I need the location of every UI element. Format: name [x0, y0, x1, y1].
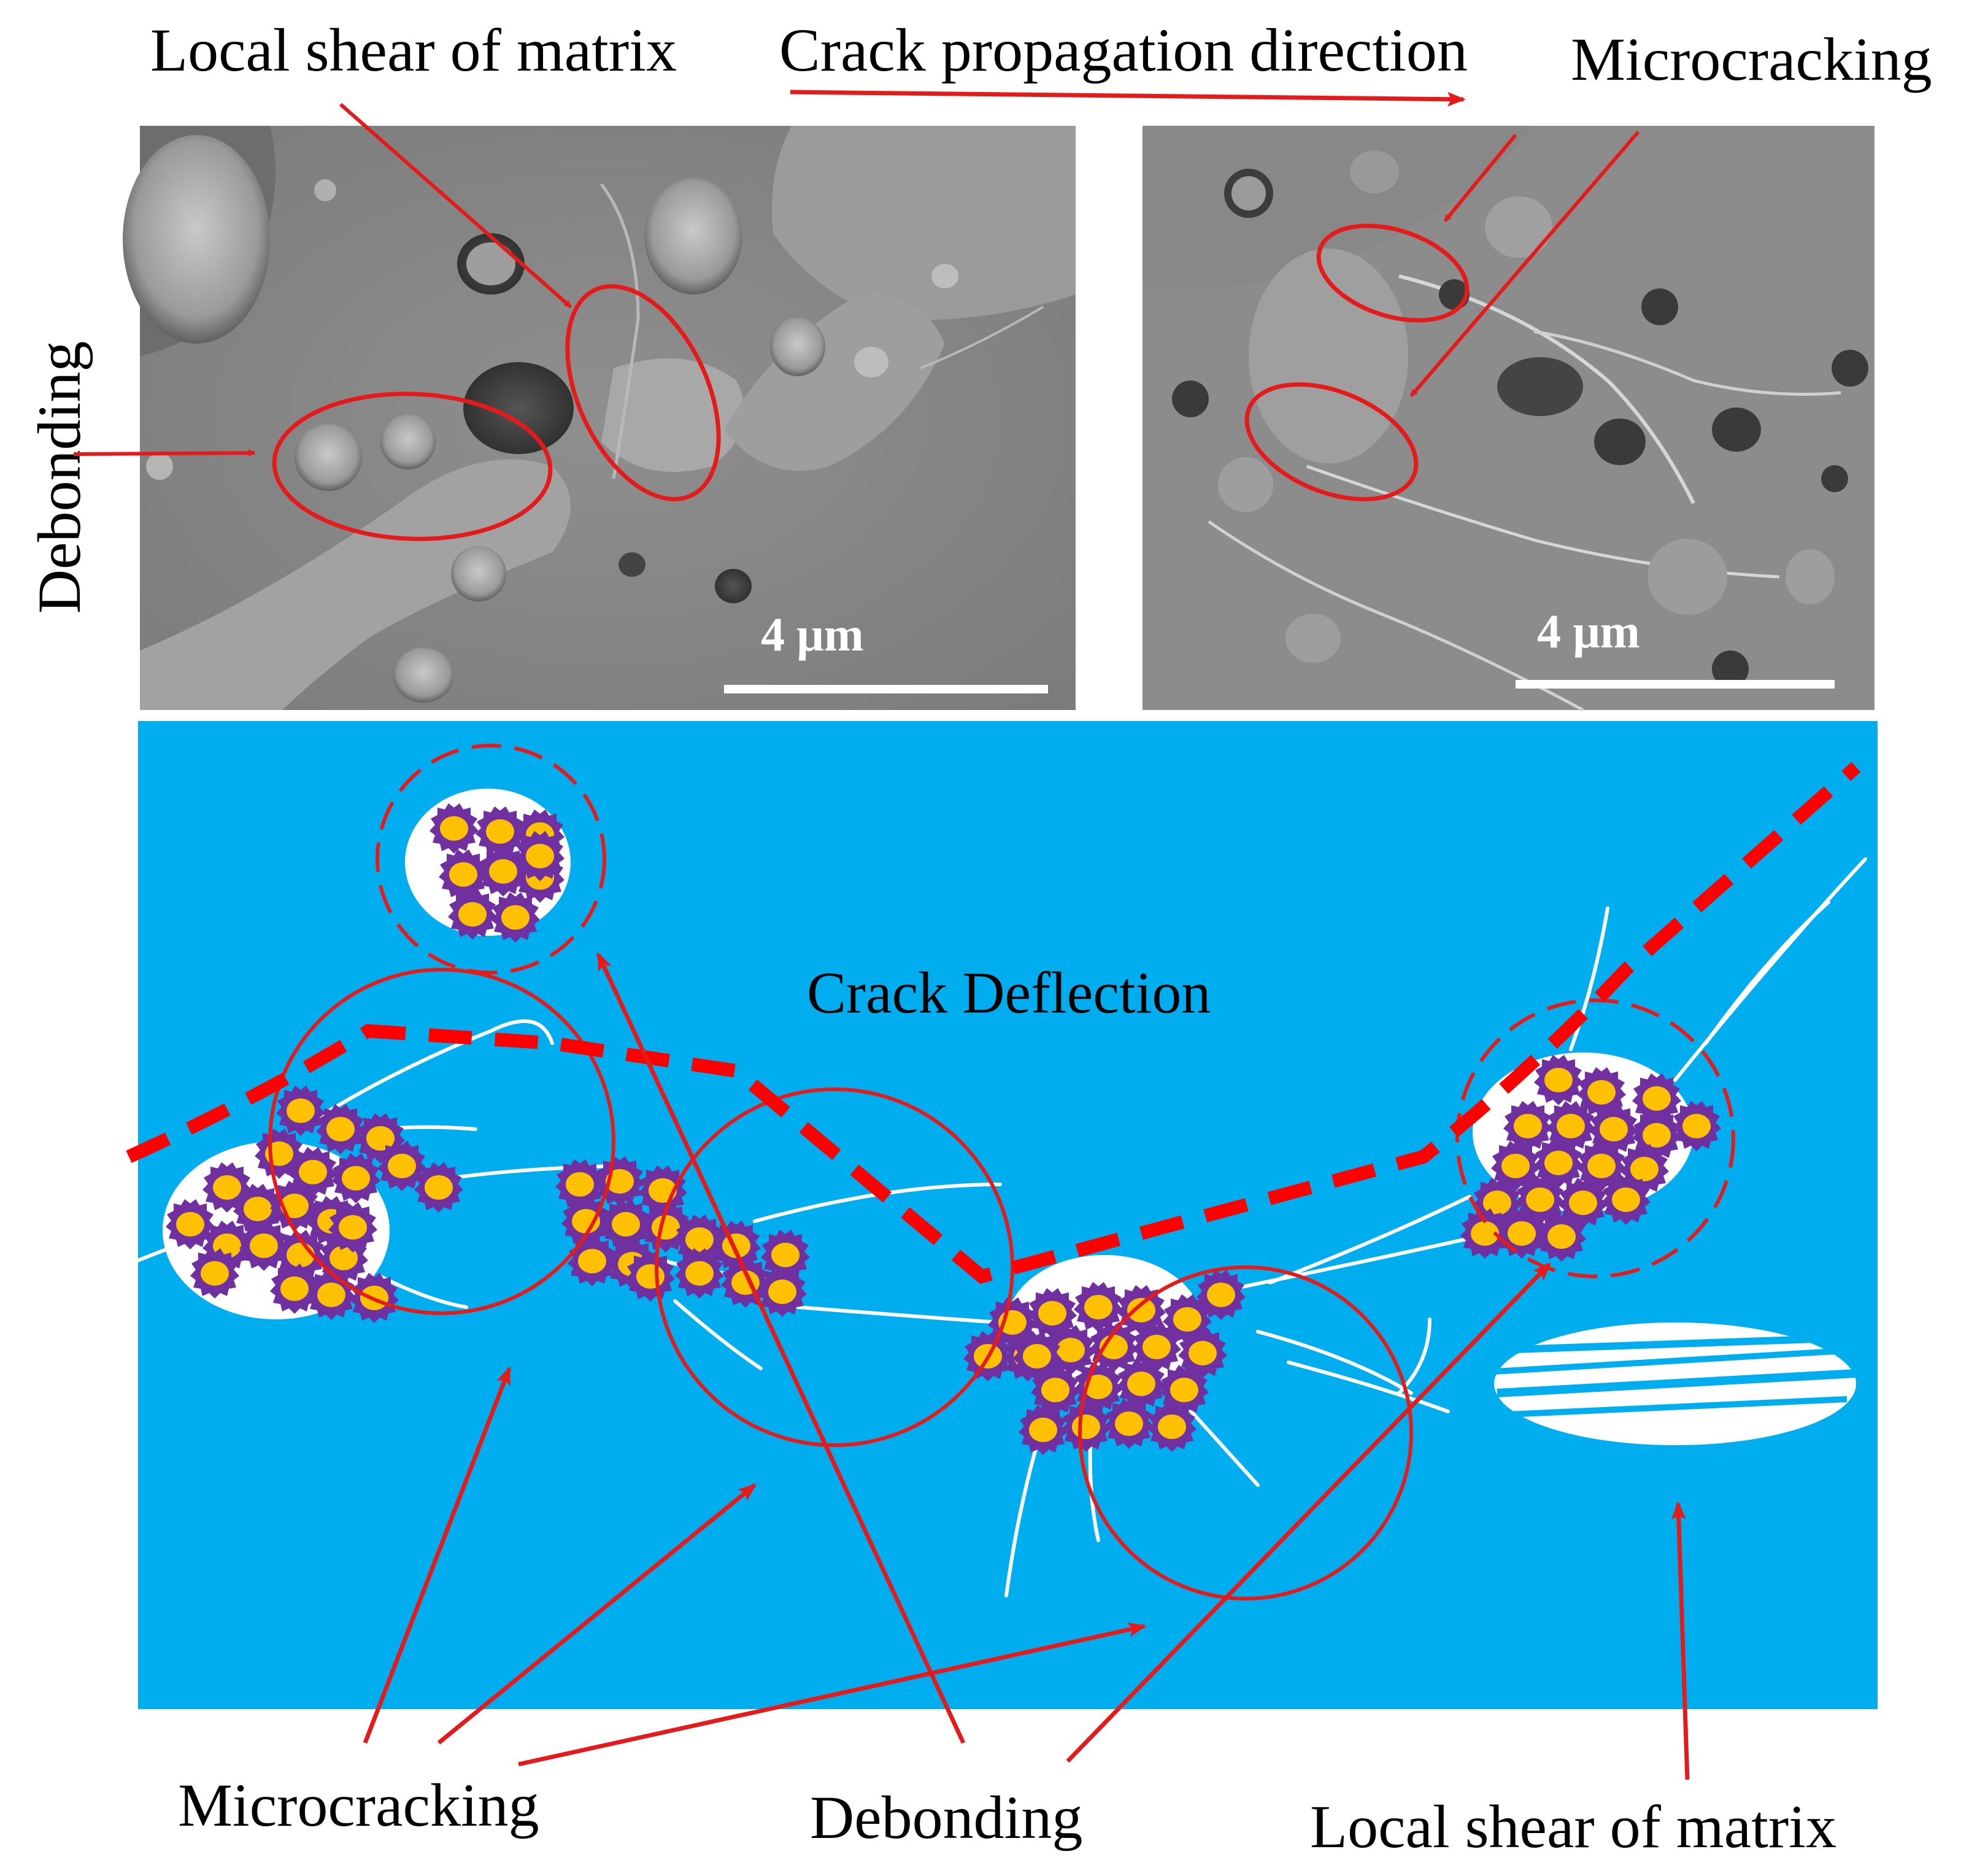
arrow-microcracking-top-2 — [1409, 131, 1640, 397]
circle-debonding-right — [1455, 998, 1735, 1278]
arrow-debonding-side — [73, 449, 256, 457]
label-debonding-side: Debonding — [25, 341, 93, 614]
sem-image-right: 4 μm — [1142, 126, 1875, 712]
crack-deflection-path — [126, 762, 1861, 1284]
label-local-shear-top: Local shear of matrix — [150, 16, 677, 84]
sem-image-left: 4 μm — [123, 126, 1076, 710]
scale-label-right: 4 μm — [1537, 604, 1640, 658]
annotation-ellipse-debonding — [272, 392, 553, 541]
circle-microcrack-center — [1078, 1265, 1413, 1600]
scale-label-left: 4 μm — [761, 608, 864, 661]
circle-microcrack-left — [268, 968, 615, 1315]
circle-debonding-top — [376, 744, 606, 975]
label-microcracking-bottom: Microcracking — [178, 1771, 539, 1839]
annotation-ellipse-microcrack-upper — [1316, 223, 1470, 323]
annotation-ellipse-shear — [565, 284, 721, 501]
arrow-microcracking-top-1 — [1443, 134, 1517, 222]
crack-direction-arrow — [790, 90, 1466, 107]
bottom-annotation-arrows — [363, 952, 1690, 1780]
label-local-shear-bottom: Local shear of matrix — [1310, 1793, 1836, 1861]
annotation-ellipse-microcrack-lower — [1244, 382, 1419, 501]
shear-band — [1493, 1322, 1857, 1445]
label-crack-deflection: Crack Deflection — [807, 960, 1211, 1025]
label-crack-propagation: Crack propagation direction — [779, 16, 1468, 84]
label-debonding-bottom: Debonding — [810, 1783, 1082, 1851]
label-microcracking-top: Microcracking — [1571, 25, 1932, 93]
arrow-local-shear-top — [339, 102, 572, 309]
circle-microcrack-middle — [655, 1087, 1014, 1447]
